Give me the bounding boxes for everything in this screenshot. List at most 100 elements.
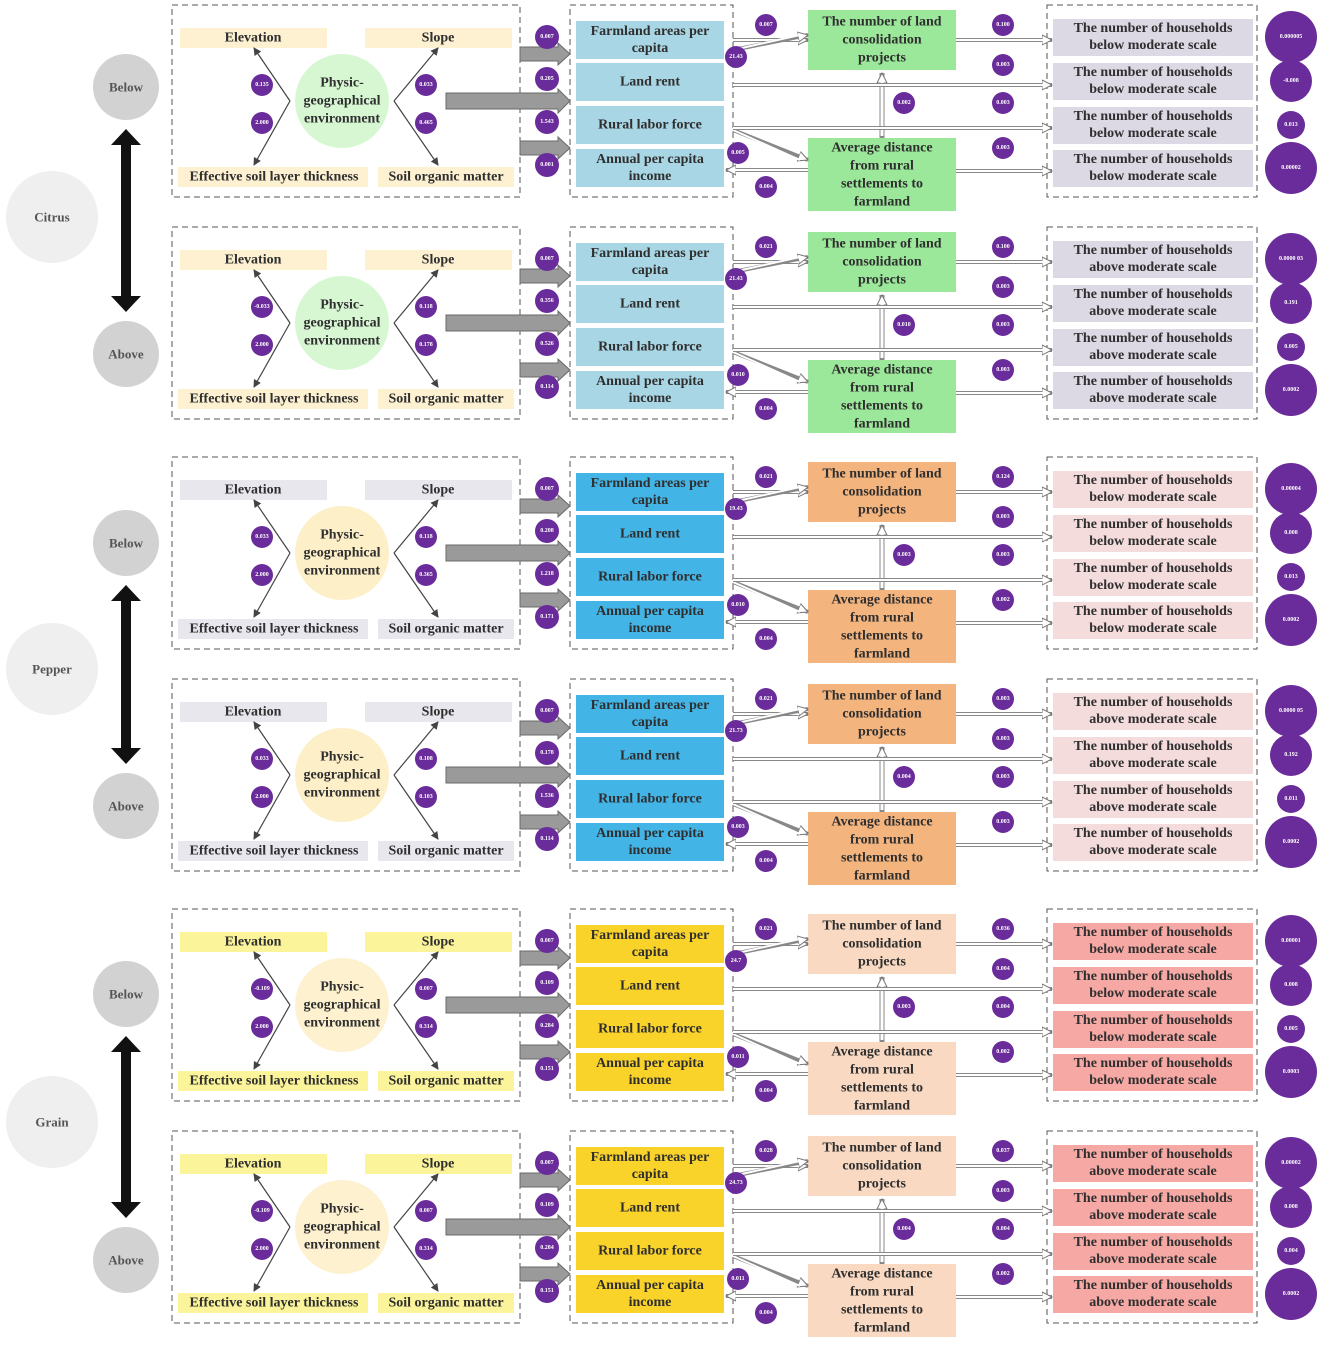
- income-box-label-line: Annual per capita: [596, 374, 704, 389]
- consolidation-box: [808, 684, 956, 744]
- coef-a4-circle: [755, 850, 777, 872]
- elevation-box: [180, 250, 327, 270]
- farmland-box-coef: 0.007: [535, 477, 559, 501]
- distance-label-line: from rural: [850, 381, 914, 396]
- consolidation-box: [808, 1136, 956, 1196]
- distance-label-line: farmland: [854, 1099, 910, 1114]
- crop-circle: [6, 1076, 98, 1168]
- farmland-box-label-line: Farmland areas per: [591, 928, 710, 943]
- household-box-3: [1053, 107, 1253, 144]
- land-rent-box-label-line: Land rent: [620, 75, 680, 90]
- farmland-box-coef-value: 0.007: [540, 486, 554, 492]
- farmland-box-coef: 0.007: [535, 699, 559, 723]
- distance-label-line: settlements to: [841, 399, 923, 414]
- coef-a2-circle: [725, 720, 747, 742]
- land-rent-box-coef-value: 0.356: [540, 298, 554, 304]
- coef-a1-circle: [755, 466, 777, 488]
- household-box-4: [1053, 150, 1253, 187]
- coef-b4: 0.004: [992, 1218, 1014, 1240]
- double-arrow-head-up: [111, 129, 141, 145]
- farmland-box-label-line: capita: [632, 41, 669, 56]
- coef-a4-circle: [755, 398, 777, 420]
- farmland-box-label-line: capita: [632, 493, 669, 508]
- slope-label: Slope: [422, 31, 455, 46]
- coef-soil-organic-value: 0.365: [419, 572, 433, 578]
- distance-label-line: Average distance: [831, 141, 932, 156]
- coef-elevation-value: -0.109: [254, 986, 270, 992]
- coef-b2: 0.003: [992, 506, 1014, 528]
- coef-b1: 0.037: [992, 1140, 1014, 1162]
- coef-b3-circle: [893, 766, 915, 788]
- income-box-coef: 0.114: [535, 827, 559, 851]
- labor-box-coef-circle: [535, 784, 559, 808]
- farmland-box-label-line: Farmland areas per: [591, 246, 710, 261]
- coef-elevation-value: -0.109: [254, 1208, 270, 1214]
- arrow-labor-to-distance: [732, 128, 808, 162]
- coef-elevation-circle: [251, 748, 273, 770]
- level-circle-below: [93, 510, 159, 576]
- output-coef-4-value: 0.0002: [1283, 617, 1300, 623]
- coef-b1: 0.124: [992, 466, 1014, 488]
- coef-elevation-circle: [251, 978, 273, 1000]
- output-coef-2: 0.192: [1270, 734, 1312, 776]
- physio-label-line: environment: [304, 564, 380, 579]
- arrow-slope: [393, 47, 439, 102]
- land-rent-box-label-line: Land rent: [620, 979, 680, 994]
- output-coef-1-value: 0.0000 05: [1279, 708, 1303, 714]
- coef-a3-value: 0.010: [731, 602, 745, 608]
- soil-organic-label: Soil organic matter: [388, 1074, 503, 1089]
- distance-label-line: settlements to: [841, 1303, 923, 1318]
- arrow-physio-to-mid: [445, 539, 571, 567]
- arrow-soil-organic: [393, 1226, 439, 1292]
- income-box-label-line: income: [629, 843, 672, 858]
- arrow-physio-to-mid: [445, 761, 571, 789]
- land-rent-box: [576, 63, 724, 101]
- labor-box-label-line: Rural labor force: [598, 1244, 702, 1259]
- output-coef-2-value: 0.008: [1284, 1204, 1298, 1210]
- coef-b5-value: 0.002: [996, 1271, 1010, 1277]
- coef-a1: 0.021: [755, 236, 777, 258]
- consolidation-label-line: projects: [858, 273, 906, 288]
- double-arrow-shaft: [121, 599, 131, 750]
- household-label-line: The number of households: [1074, 925, 1233, 940]
- double-arrow-head-up: [111, 585, 141, 601]
- soil-thickness-box: [178, 167, 368, 187]
- coef-a1-value: 0.007: [759, 22, 773, 28]
- arrow-soil-organic: [393, 100, 439, 166]
- physio-label-line: geographical: [304, 94, 381, 109]
- physio-circle: [295, 1180, 389, 1274]
- labor-box: [576, 106, 724, 144]
- soil-organic-label: Soil organic matter: [388, 622, 503, 637]
- arrow-farmland-to-consolidation-2-inner: [732, 486, 801, 503]
- consolidation-label-line: The number of land: [822, 689, 941, 704]
- labor-box-coef-value: 0.284: [540, 1245, 554, 1251]
- output-coef-4-value: 0.0003: [1283, 1069, 1300, 1075]
- coef-a3-value: 0.011: [731, 1054, 744, 1060]
- household-label-line: The number of households: [1074, 1056, 1233, 1071]
- consolidation-label-line: The number of land: [822, 15, 941, 30]
- coef-b2-circle: [992, 958, 1014, 980]
- output-coef-1: 0.00002: [1265, 1137, 1317, 1189]
- farmland-box: [576, 1147, 724, 1185]
- coef-slope: 0.007: [415, 1200, 437, 1222]
- soil-thickness-label: Effective soil layer thickness: [190, 622, 359, 637]
- coef-a4-value: 0.004: [759, 858, 773, 864]
- coef-a4-circle: [755, 176, 777, 198]
- income-box-coef: 0.114: [535, 375, 559, 399]
- output-coef-1-value: 0.00001: [1281, 938, 1301, 944]
- distance-label-line: farmland: [854, 869, 910, 884]
- farmland-box: [576, 925, 724, 963]
- coef-elevation: -0.109: [251, 1200, 273, 1222]
- output-coef-4: 0.00002: [1265, 142, 1317, 194]
- physio-circle: [295, 54, 389, 148]
- double-arrow-head-down: [111, 1202, 141, 1218]
- income-box-label-line: income: [629, 391, 672, 406]
- labor-box-coef-circle: [535, 332, 559, 356]
- labor-box-label: Rural labor force: [598, 1244, 702, 1259]
- household-label-line: The number of households: [1074, 783, 1233, 798]
